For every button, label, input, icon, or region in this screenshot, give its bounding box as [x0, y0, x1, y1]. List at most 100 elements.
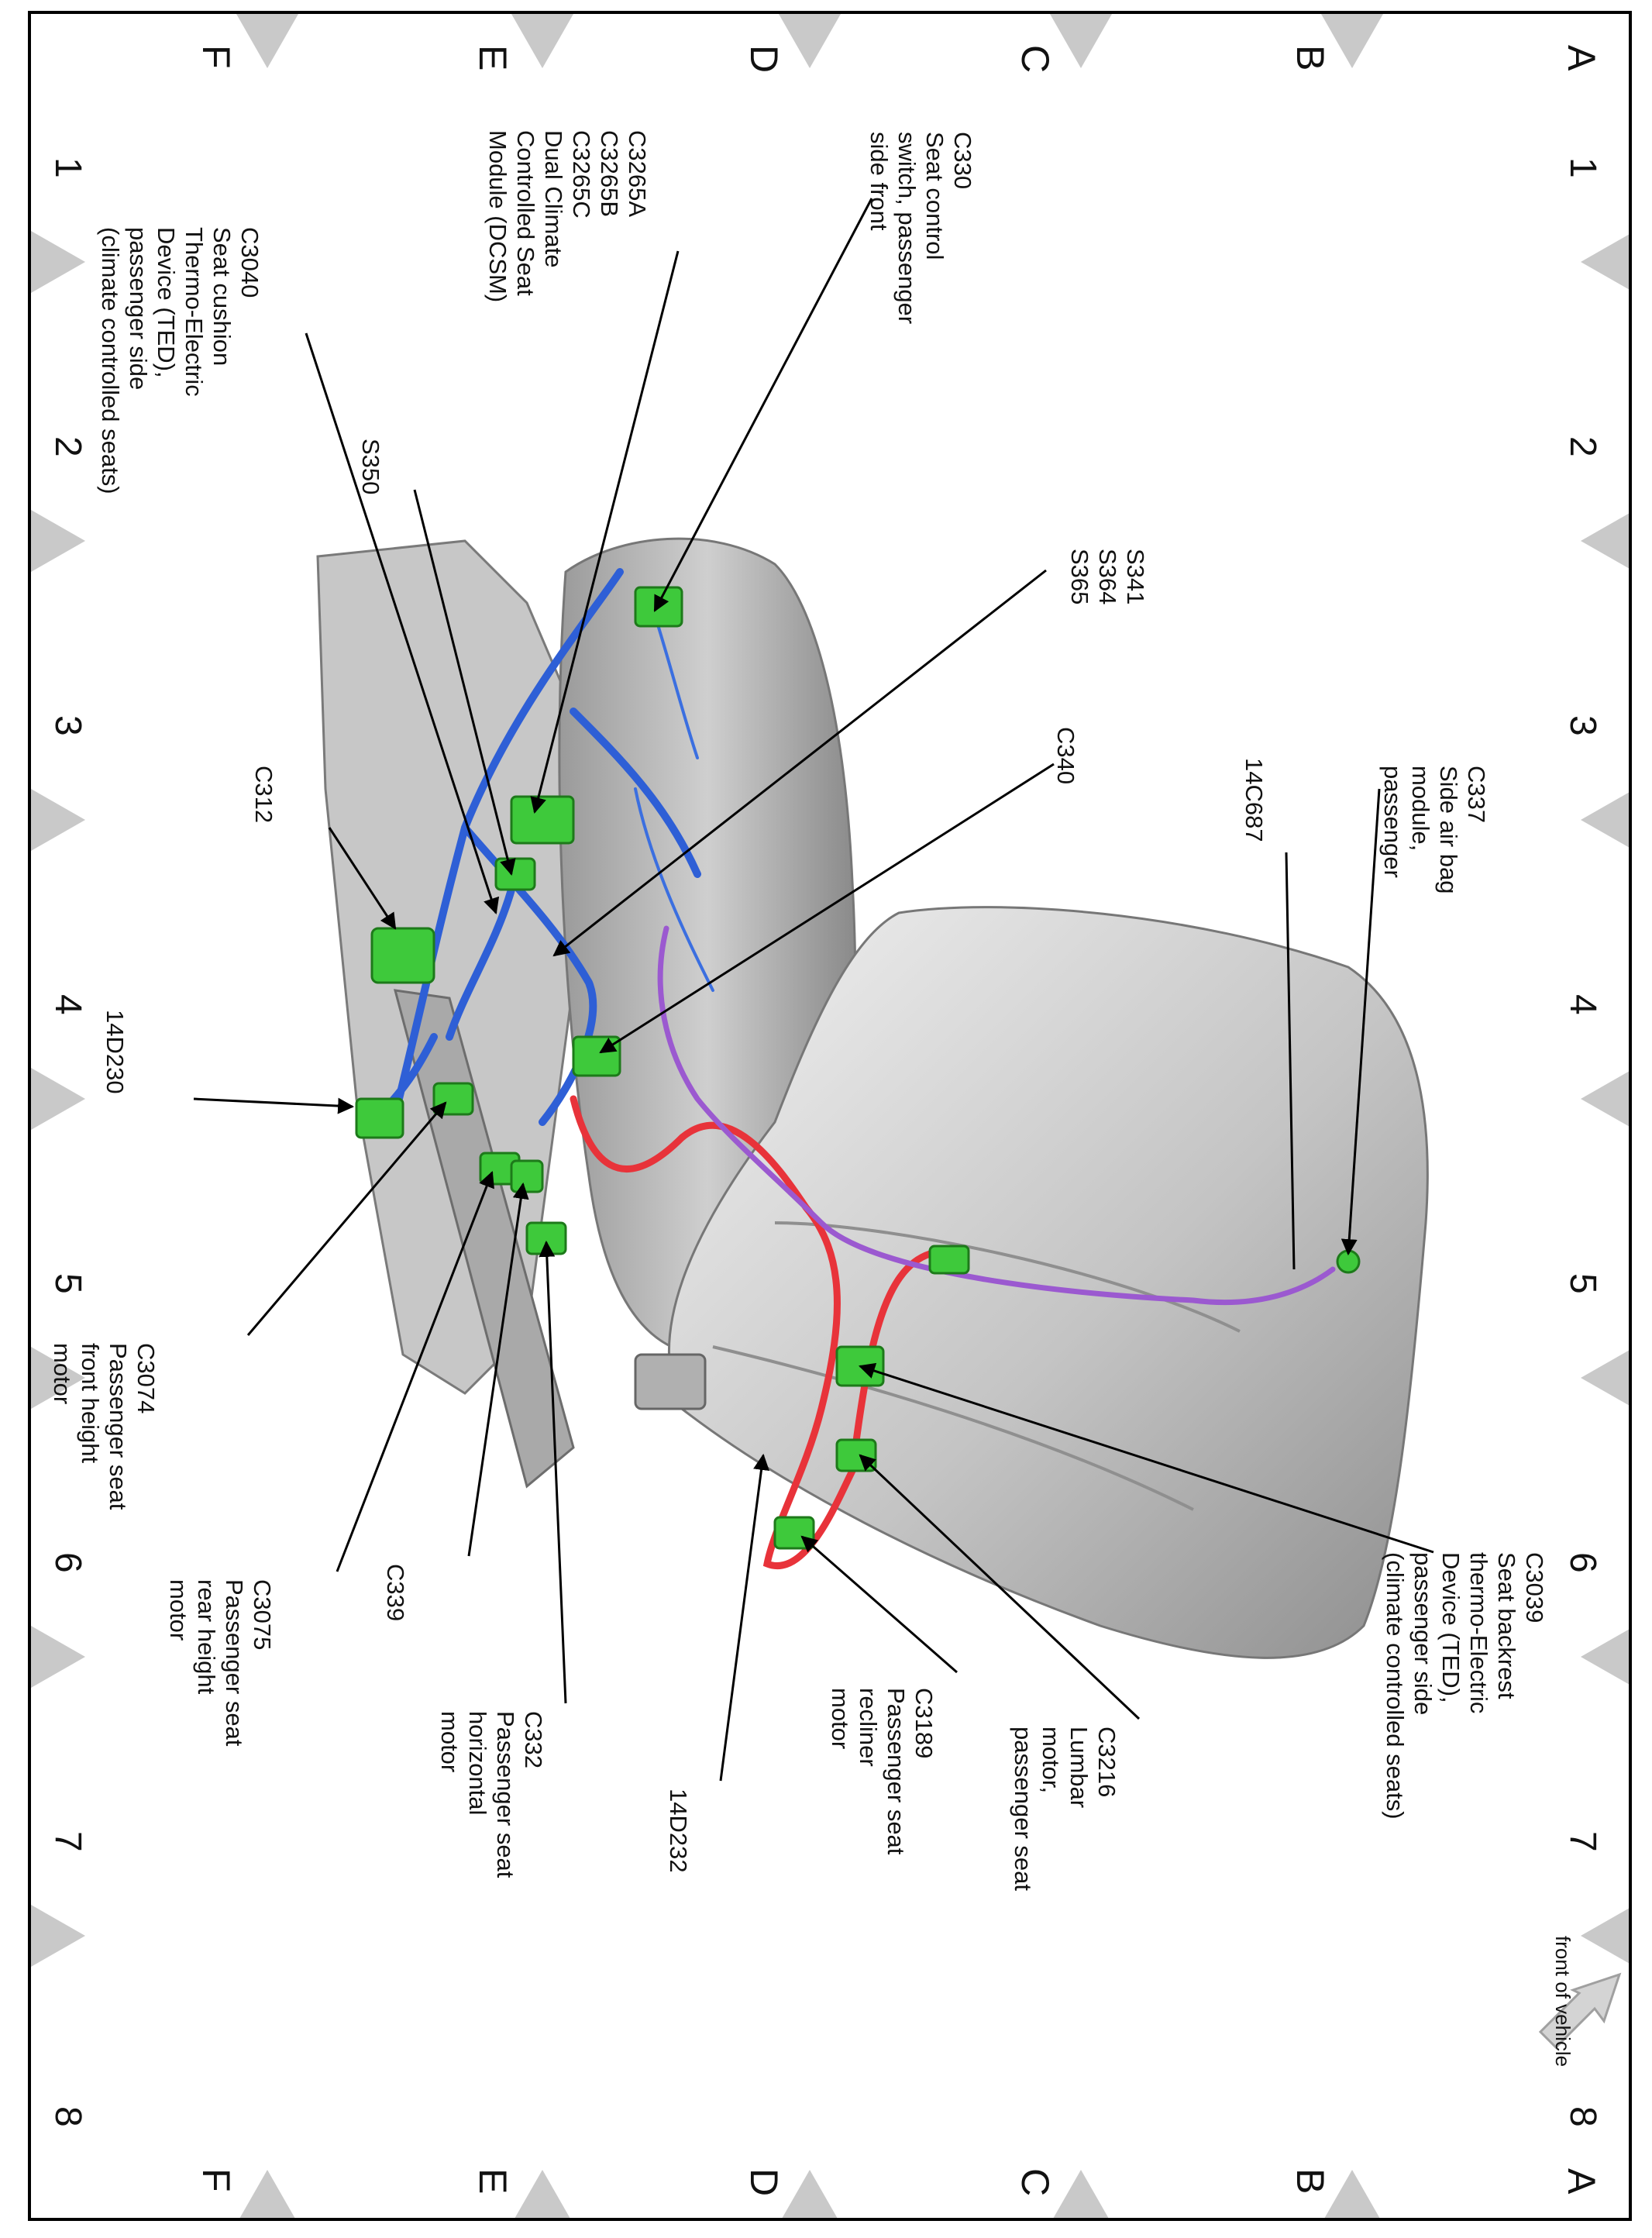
- grid-row-f-bottom: F: [194, 2168, 238, 2192]
- connector-c3216: [835, 1438, 877, 1472]
- grid-row-c-top: C: [1014, 45, 1057, 74]
- connector-c3189: [773, 1516, 815, 1550]
- grid-marker-bottom-5: [1324, 2170, 1380, 2218]
- grid-col-5-right: 5: [1562, 1273, 1603, 1294]
- blue-harness-main: [376, 568, 701, 1126]
- callout-c339: C339: [382, 1564, 409, 1622]
- callout-14c687: 14C687: [1241, 758, 1268, 842]
- leader-c332: [539, 1240, 567, 1704]
- seat-frame: [316, 539, 575, 1395]
- grid-col-8-right: 8: [1562, 2106, 1603, 2127]
- leader-s350: [413, 489, 516, 876]
- leader-c3074: [246, 1101, 447, 1336]
- grid-col-3-right: 3: [1562, 715, 1603, 736]
- grid-marker-top-2: [511, 14, 573, 68]
- leader-c3265: [530, 250, 680, 814]
- leader-s341: [552, 569, 1047, 957]
- cushion-seam-2: [712, 1345, 1194, 1511]
- leader-c3216: [859, 1454, 1141, 1720]
- connector-14c687: [928, 1245, 970, 1275]
- grid-marker-right-4: [1581, 1071, 1629, 1127]
- grid-marker-right-5: [1581, 1350, 1629, 1406]
- grid-marker-right-6: [1581, 1629, 1629, 1685]
- grid-marker-left-4: [31, 1068, 85, 1130]
- leader-c3189: [800, 1535, 958, 1674]
- connector-c339: [510, 1159, 544, 1193]
- grid-row-e-bottom: E: [471, 2168, 515, 2195]
- leader-14d232: [719, 1453, 769, 1782]
- purple-harness: [657, 925, 1336, 1306]
- grid-marker-left-1: [31, 231, 85, 293]
- grid-col-3-left: 3: [47, 715, 88, 736]
- grid-marker-top-1: [236, 14, 298, 68]
- leader-c3039: [859, 1362, 1434, 1554]
- grid-markers: [31, 14, 1629, 2218]
- callout-14d230: 14D230: [102, 1010, 129, 1094]
- grid-marker-bottom-4: [1053, 2170, 1109, 2218]
- leader-c330: [653, 198, 873, 612]
- grid-col-7-left: 7: [47, 1831, 88, 1852]
- grid-row-b-top: B: [1289, 45, 1332, 71]
- callout-s350: S350: [357, 439, 384, 495]
- front-arrow-icon: [1538, 1972, 1622, 2050]
- grid-col-1-left: 1: [47, 157, 88, 178]
- connector-14d230: [355, 1097, 404, 1139]
- grid-marker-bottom-3: [782, 2170, 838, 2218]
- grid-row-d-bottom: D: [742, 2168, 786, 2197]
- grid-marker-right-3: [1581, 792, 1629, 848]
- grid-row-f-top: F: [194, 45, 238, 69]
- leader-c3075: [336, 1171, 494, 1572]
- grid-col-5-left: 5: [47, 1273, 88, 1294]
- leader-lines: [193, 198, 1434, 1782]
- recline-lever: [634, 1353, 707, 1410]
- grid-row-a-bottom: A: [1560, 2168, 1603, 2195]
- grid-marker-bottom-1: [239, 2170, 295, 2218]
- grid-marker-right-2: [1581, 513, 1629, 569]
- grid-marker-bottom-2: [515, 2170, 570, 2218]
- grid-col-4-right: 4: [1562, 994, 1603, 1015]
- leader-c337: [1341, 788, 1381, 1256]
- grid-marker-top-5: [1321, 14, 1383, 68]
- connector-c3265: [510, 795, 575, 845]
- callout-14d232: 14D232: [665, 1789, 692, 1873]
- grid-marker-left-6: [31, 1626, 85, 1688]
- grid-marker-left-5: [31, 1347, 85, 1409]
- leader-14d230: [193, 1097, 355, 1114]
- grid-marker-right-1: [1581, 234, 1629, 290]
- grid-col-2-right: 2: [1562, 436, 1603, 457]
- leader-c340: [599, 763, 1055, 1054]
- grid-col-6-left: 6: [47, 1552, 88, 1573]
- front-of-vehicle-label: front of vehicle: [1551, 1936, 1575, 2068]
- callout-c312: C312: [250, 766, 277, 824]
- grid-marker-top-4: [1050, 14, 1112, 68]
- grid-row-a-top: A: [1560, 45, 1603, 71]
- grid-marker-top-3: [779, 14, 841, 68]
- leader-c3040: [305, 332, 500, 914]
- grid-col-8-left: 8: [47, 2106, 88, 2127]
- connector-c340: [572, 1035, 621, 1077]
- grid-col-7-right: 7: [1562, 1831, 1603, 1852]
- leader-14c687: [1285, 852, 1296, 1270]
- grid-row-d-top: D: [742, 45, 786, 74]
- connector-c312: [370, 927, 435, 984]
- callout-c340: C340: [1052, 727, 1079, 785]
- grid-row-b-bottom: B: [1289, 2168, 1332, 2195]
- connector-c337: [1336, 1249, 1361, 1274]
- connector-c330: [634, 586, 683, 628]
- grid-marker-left-2: [31, 510, 85, 572]
- grid-row-c-bottom: C: [1014, 2168, 1057, 2197]
- grid-marker-right-7: [1581, 1908, 1629, 1964]
- connector-s350: [494, 857, 536, 891]
- leader-c312: [328, 827, 397, 930]
- leader-c339: [467, 1182, 529, 1557]
